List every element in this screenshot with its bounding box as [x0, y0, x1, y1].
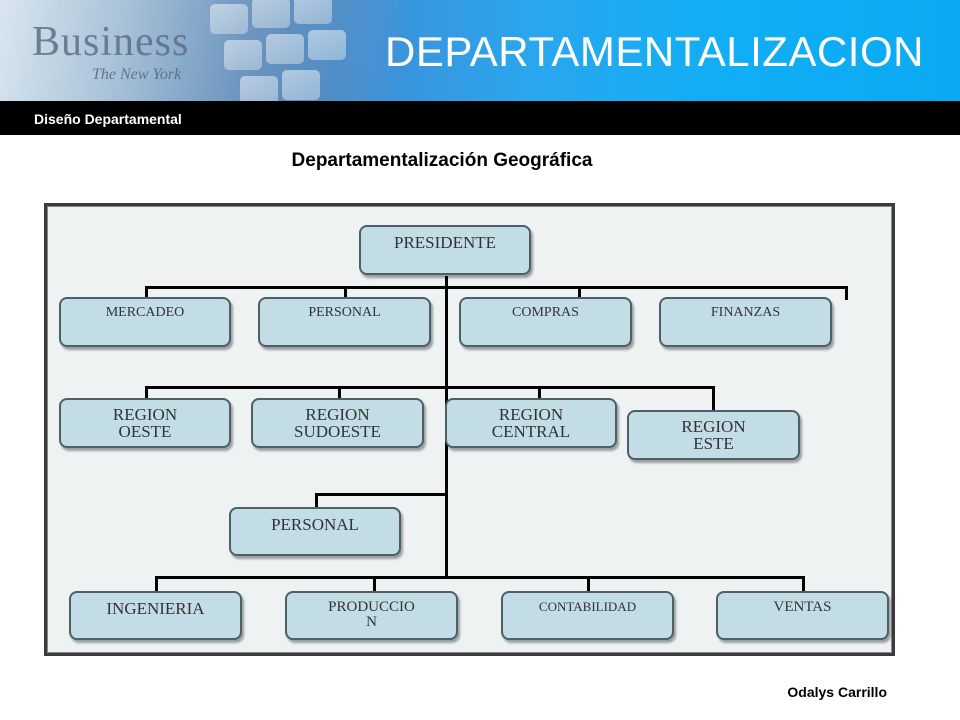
node-ventas: VENTAS	[716, 591, 889, 640]
connector	[578, 286, 581, 300]
connector	[155, 576, 805, 579]
node-label: PERSONAL	[308, 305, 381, 320]
org-chart-frame: PRESIDENTE MERCADEO PERSONAL COMPRAS FIN…	[44, 203, 895, 656]
node-region-sudoeste: REGION SUDOESTE	[251, 398, 424, 448]
connector	[315, 493, 318, 507]
section-bar: Diseño Departamental	[0, 101, 960, 135]
page-title: DEPARTAMENTALIZACION	[385, 28, 924, 75]
footer-author: Odalys Carrillo	[787, 684, 887, 700]
node-finanzas: FINANZAS	[659, 297, 832, 347]
node-label: REGION SUDOESTE	[294, 405, 381, 441]
connector	[145, 286, 848, 289]
section-label: Diseño Departamental	[34, 111, 182, 127]
connector	[712, 386, 715, 412]
node-region-este: REGION ESTE	[627, 410, 800, 460]
node-contabilidad: CONTABILIDAD	[501, 591, 674, 640]
photo-newspaper-text: Business	[32, 19, 190, 65]
connector	[344, 286, 347, 300]
node-label: REGION CENTRAL	[491, 405, 571, 441]
node-region-central: REGION CENTRAL	[445, 398, 617, 448]
diagram-title: Departamentalización Geográfica	[0, 150, 960, 172]
connector	[145, 386, 715, 389]
node-label: PRODUCCIO N	[328, 599, 415, 630]
photo-newspaper-subtext: The New York	[92, 66, 182, 83]
connector	[315, 493, 447, 496]
node-ingenieria: INGENIERIA	[69, 591, 242, 640]
connector	[155, 576, 158, 592]
node-president: PRESIDENTE	[359, 225, 531, 275]
node-label: REGION OESTE	[112, 405, 178, 441]
connector	[538, 386, 541, 400]
connector	[338, 386, 341, 400]
node-label: INGENIERIA	[106, 599, 205, 618]
connector	[373, 576, 376, 592]
node-sub-personal: PERSONAL	[229, 507, 401, 556]
connector	[145, 386, 148, 400]
node-produccion: PRODUCCIO N	[285, 591, 458, 640]
connector	[587, 576, 590, 592]
node-label: MERCADEO	[105, 305, 185, 320]
node-label: FINANZAS	[710, 305, 781, 320]
node-compras: COMPRAS	[459, 297, 632, 347]
node-label: PRESIDENTE	[394, 233, 496, 252]
node-label: COMPRAS	[512, 305, 579, 320]
connector	[802, 576, 805, 592]
connector	[145, 286, 148, 300]
node-label: CONTABILIDAD	[538, 599, 637, 614]
header-photo: Business The New York	[0, 0, 400, 101]
node-personal: PERSONAL	[258, 297, 431, 347]
node-label: REGION ESTE	[681, 417, 746, 453]
connector	[845, 286, 848, 300]
keyboard-image	[200, 0, 420, 101]
node-label: PERSONAL	[271, 515, 359, 534]
node-region-oeste: REGION OESTE	[59, 398, 231, 448]
diagram-title-text: Departamentalización Geográfica	[291, 150, 593, 171]
node-label: VENTAS	[773, 599, 832, 615]
header-banner: Business The New York DEPARTAMENTALIZACI…	[0, 0, 960, 101]
node-mercadeo: MERCADEO	[59, 297, 231, 347]
